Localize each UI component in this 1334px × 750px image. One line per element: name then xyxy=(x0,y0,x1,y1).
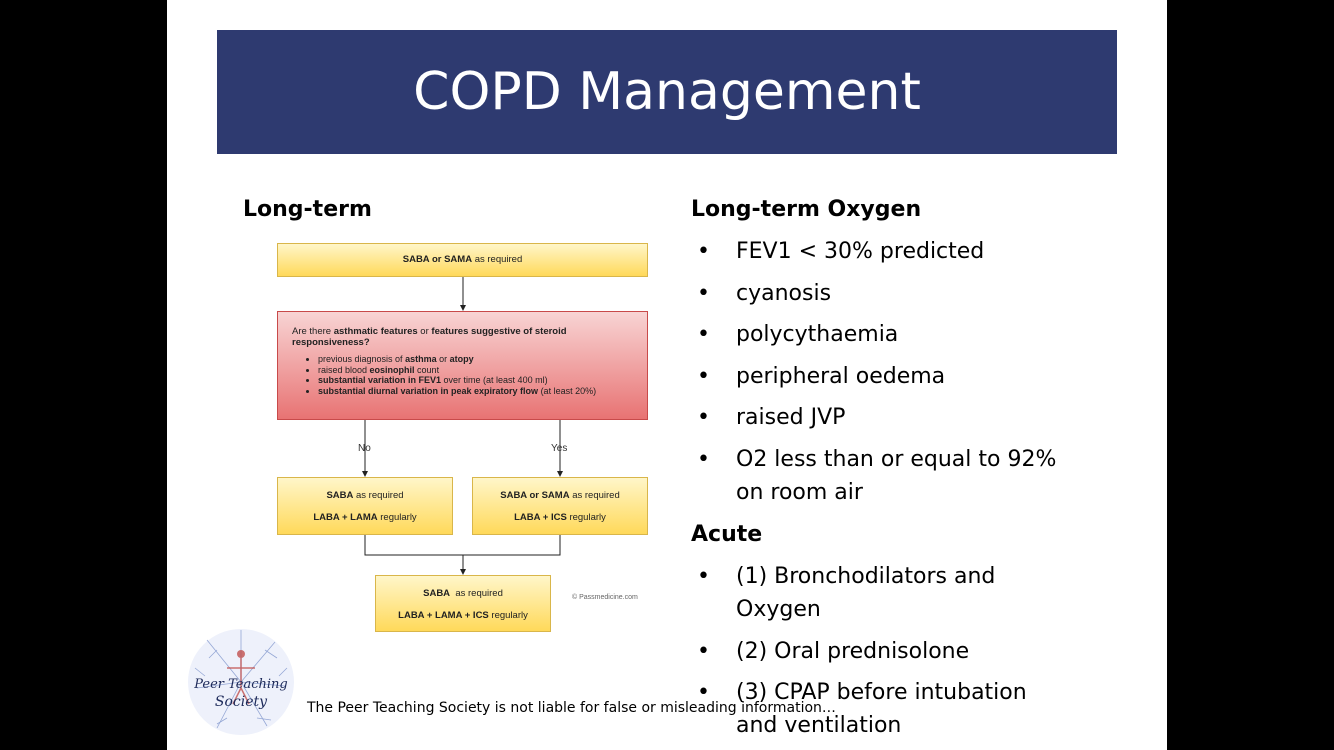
no-label: No xyxy=(358,443,371,454)
criteria-item: previous diagnosis of asthma or atopy xyxy=(318,354,637,365)
question-text: Are there asthmatic features or features… xyxy=(292,326,567,348)
long-term-heading: Long-term xyxy=(243,197,372,222)
disclaimer-footer: The Peer Teaching Society is not liable … xyxy=(307,700,836,716)
criteria-item: substantial variation in FEV1 over time … xyxy=(318,375,637,386)
list-item: •O2 less than or equal to 92% on room ai… xyxy=(697,446,1057,505)
flowchart-connectors xyxy=(362,277,563,575)
list-item: •(3) CPAP before intubation and ventilat… xyxy=(697,680,1027,738)
list-item: •cyanosis xyxy=(697,280,832,306)
flow-box-triple-therapy: SABA as required LABA + LAMA + ICS regul… xyxy=(375,575,551,632)
logo-text-line2: Society xyxy=(215,694,268,710)
peer-teaching-society-logo: Peer Teaching Society xyxy=(188,629,294,735)
treatment-flowchart: SABA or SAMA as required Are there asthm… xyxy=(167,0,1167,750)
flow-box-question: Are there asthmatic features or features… xyxy=(277,311,648,420)
acute-heading: Acute xyxy=(691,522,763,547)
criteria-list: previous diagnosis of asthma or atopy ra… xyxy=(318,354,637,396)
criteria-item: substantial diurnal variation in peak ex… xyxy=(318,386,637,397)
list-item: •(1) Bronchodilators and Oxygen xyxy=(697,564,996,622)
yes-label: Yes xyxy=(551,443,568,454)
long-term-oxygen-heading: Long-term Oxygen xyxy=(691,197,922,222)
slide: COPD Management Long-term SABA or SAMA a… xyxy=(167,0,1167,750)
oxygen-criteria-list: •FEV1 < 30% predicted •cyanosis •polycyt… xyxy=(691,235,1071,517)
list-item: •(2) Oral prednisolone xyxy=(697,638,970,664)
flow-box-no-path: SABA as required LABA + LAMA regularly xyxy=(277,477,453,535)
list-item: •FEV1 < 30% predicted xyxy=(697,239,985,264)
passmedicine-credit: © Passmedicine.com xyxy=(572,594,638,601)
acute-management-list: •(1) Bronchodilators and Oxygen •(2) Ora… xyxy=(691,560,1071,750)
title-bar: COPD Management xyxy=(217,30,1117,154)
flow-box-yes-path: SABA or SAMA as required LABA + ICS regu… xyxy=(472,477,648,535)
flow-box-saba-sama: SABA or SAMA as required xyxy=(277,243,648,277)
list-item: •raised JVP xyxy=(697,405,846,430)
slide-title: COPD Management xyxy=(413,62,921,122)
criteria-item: raised blood eosinophil count xyxy=(318,365,637,376)
connector-merge xyxy=(364,535,561,556)
list-item: •peripheral oedema xyxy=(697,363,946,389)
list-item: •polycythaemia xyxy=(697,322,899,347)
logo-text-line1: Peer Teaching xyxy=(193,677,288,692)
